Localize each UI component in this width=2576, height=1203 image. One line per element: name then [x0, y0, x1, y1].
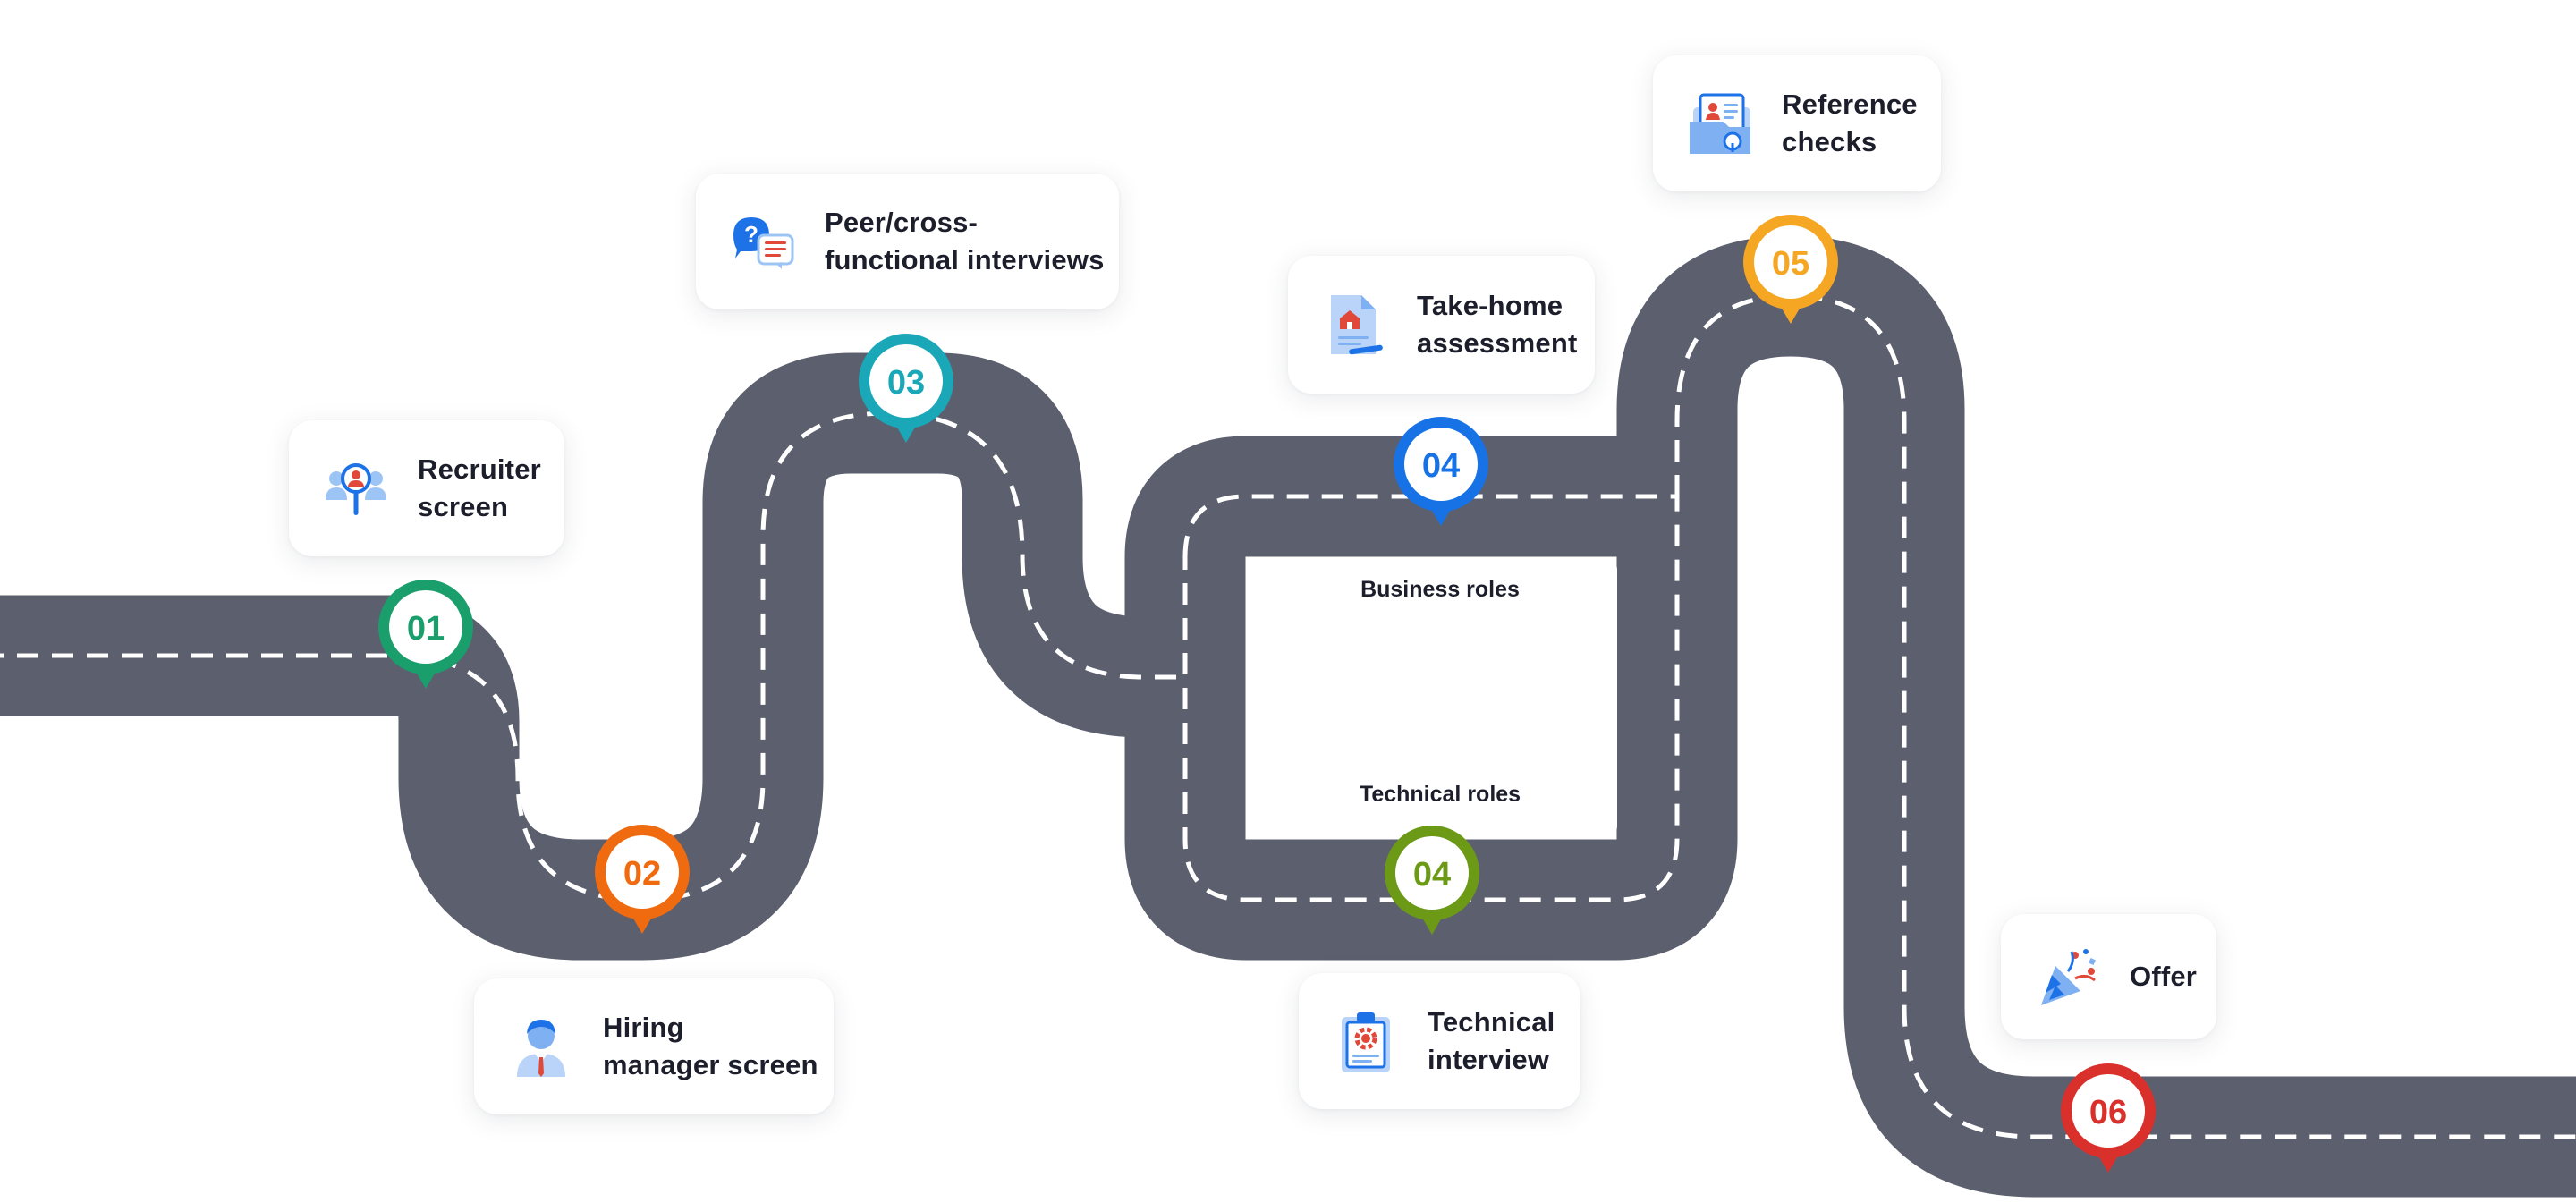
step-card-reference-checks: Reference checks [1653, 55, 1941, 191]
party-popper-icon [2031, 940, 2105, 1013]
chat-bubbles-icon: ? [726, 205, 800, 278]
step-label-peer-interviews: Peer/cross- functional interviews [825, 207, 1105, 275]
lane-final-segment [1674, 293, 2576, 1139]
step-number-04-business: 04 [1422, 447, 1460, 485]
reference-folder-icon [1683, 87, 1757, 160]
step-pin-05: 05 [1743, 215, 1838, 324]
recruiter-search-icon [319, 452, 393, 525]
step-number-03: 03 [887, 364, 925, 402]
step-label-reference-checks: Reference checks [1782, 89, 1918, 157]
step-label-technical-interview: Technical interview [1428, 1006, 1555, 1075]
step-number-01: 01 [407, 610, 445, 648]
step-pin-04-technical: 04 [1385, 826, 1479, 935]
step-pin-03: 03 [859, 334, 953, 443]
technical-roles-label: Technical roles [1359, 782, 1521, 807]
step-number-04-technical: 04 [1413, 856, 1451, 894]
step-card-technical-interview: Technical interview [1299, 973, 1580, 1109]
step-pin-01: 01 [378, 580, 473, 689]
step-card-hiring-manager: Hiring manager screen [474, 978, 834, 1114]
step-label-hiring-manager: Hiring manager screen [603, 1012, 818, 1080]
step-number-06: 06 [2089, 1094, 2127, 1131]
clipboard-gear-icon [1329, 1004, 1402, 1078]
assessment-document-icon [1318, 288, 1392, 361]
step-label-take-home: Take-home assessment [1417, 290, 1578, 359]
step-pin-06: 06 [2061, 1063, 2156, 1173]
step-card-take-home: Take-home assessment [1288, 256, 1595, 394]
step-card-recruiter: Recruiter screen [289, 420, 564, 556]
step-number-05: 05 [1772, 245, 1809, 283]
lane-loop-segment [1182, 494, 1680, 902]
step-pin-04-business: 04 [1394, 417, 1488, 526]
svg-text:?: ? [744, 221, 758, 248]
step-card-offer: Offer [2001, 914, 2216, 1039]
step-number-02: 02 [623, 855, 661, 893]
step-pin-02: 02 [595, 825, 690, 934]
step-card-peer-interviews: ? Peer/cross- functional interviews [696, 174, 1119, 309]
hiring-manager-icon [504, 1010, 578, 1083]
step-label-offer: Offer [2130, 961, 2198, 992]
lane-main-segment [0, 411, 1185, 902]
business-roles-label: Business roles [1360, 577, 1520, 602]
loop-inner-area [1248, 557, 1617, 839]
step-label-recruiter: Recruiter screen [418, 453, 541, 522]
